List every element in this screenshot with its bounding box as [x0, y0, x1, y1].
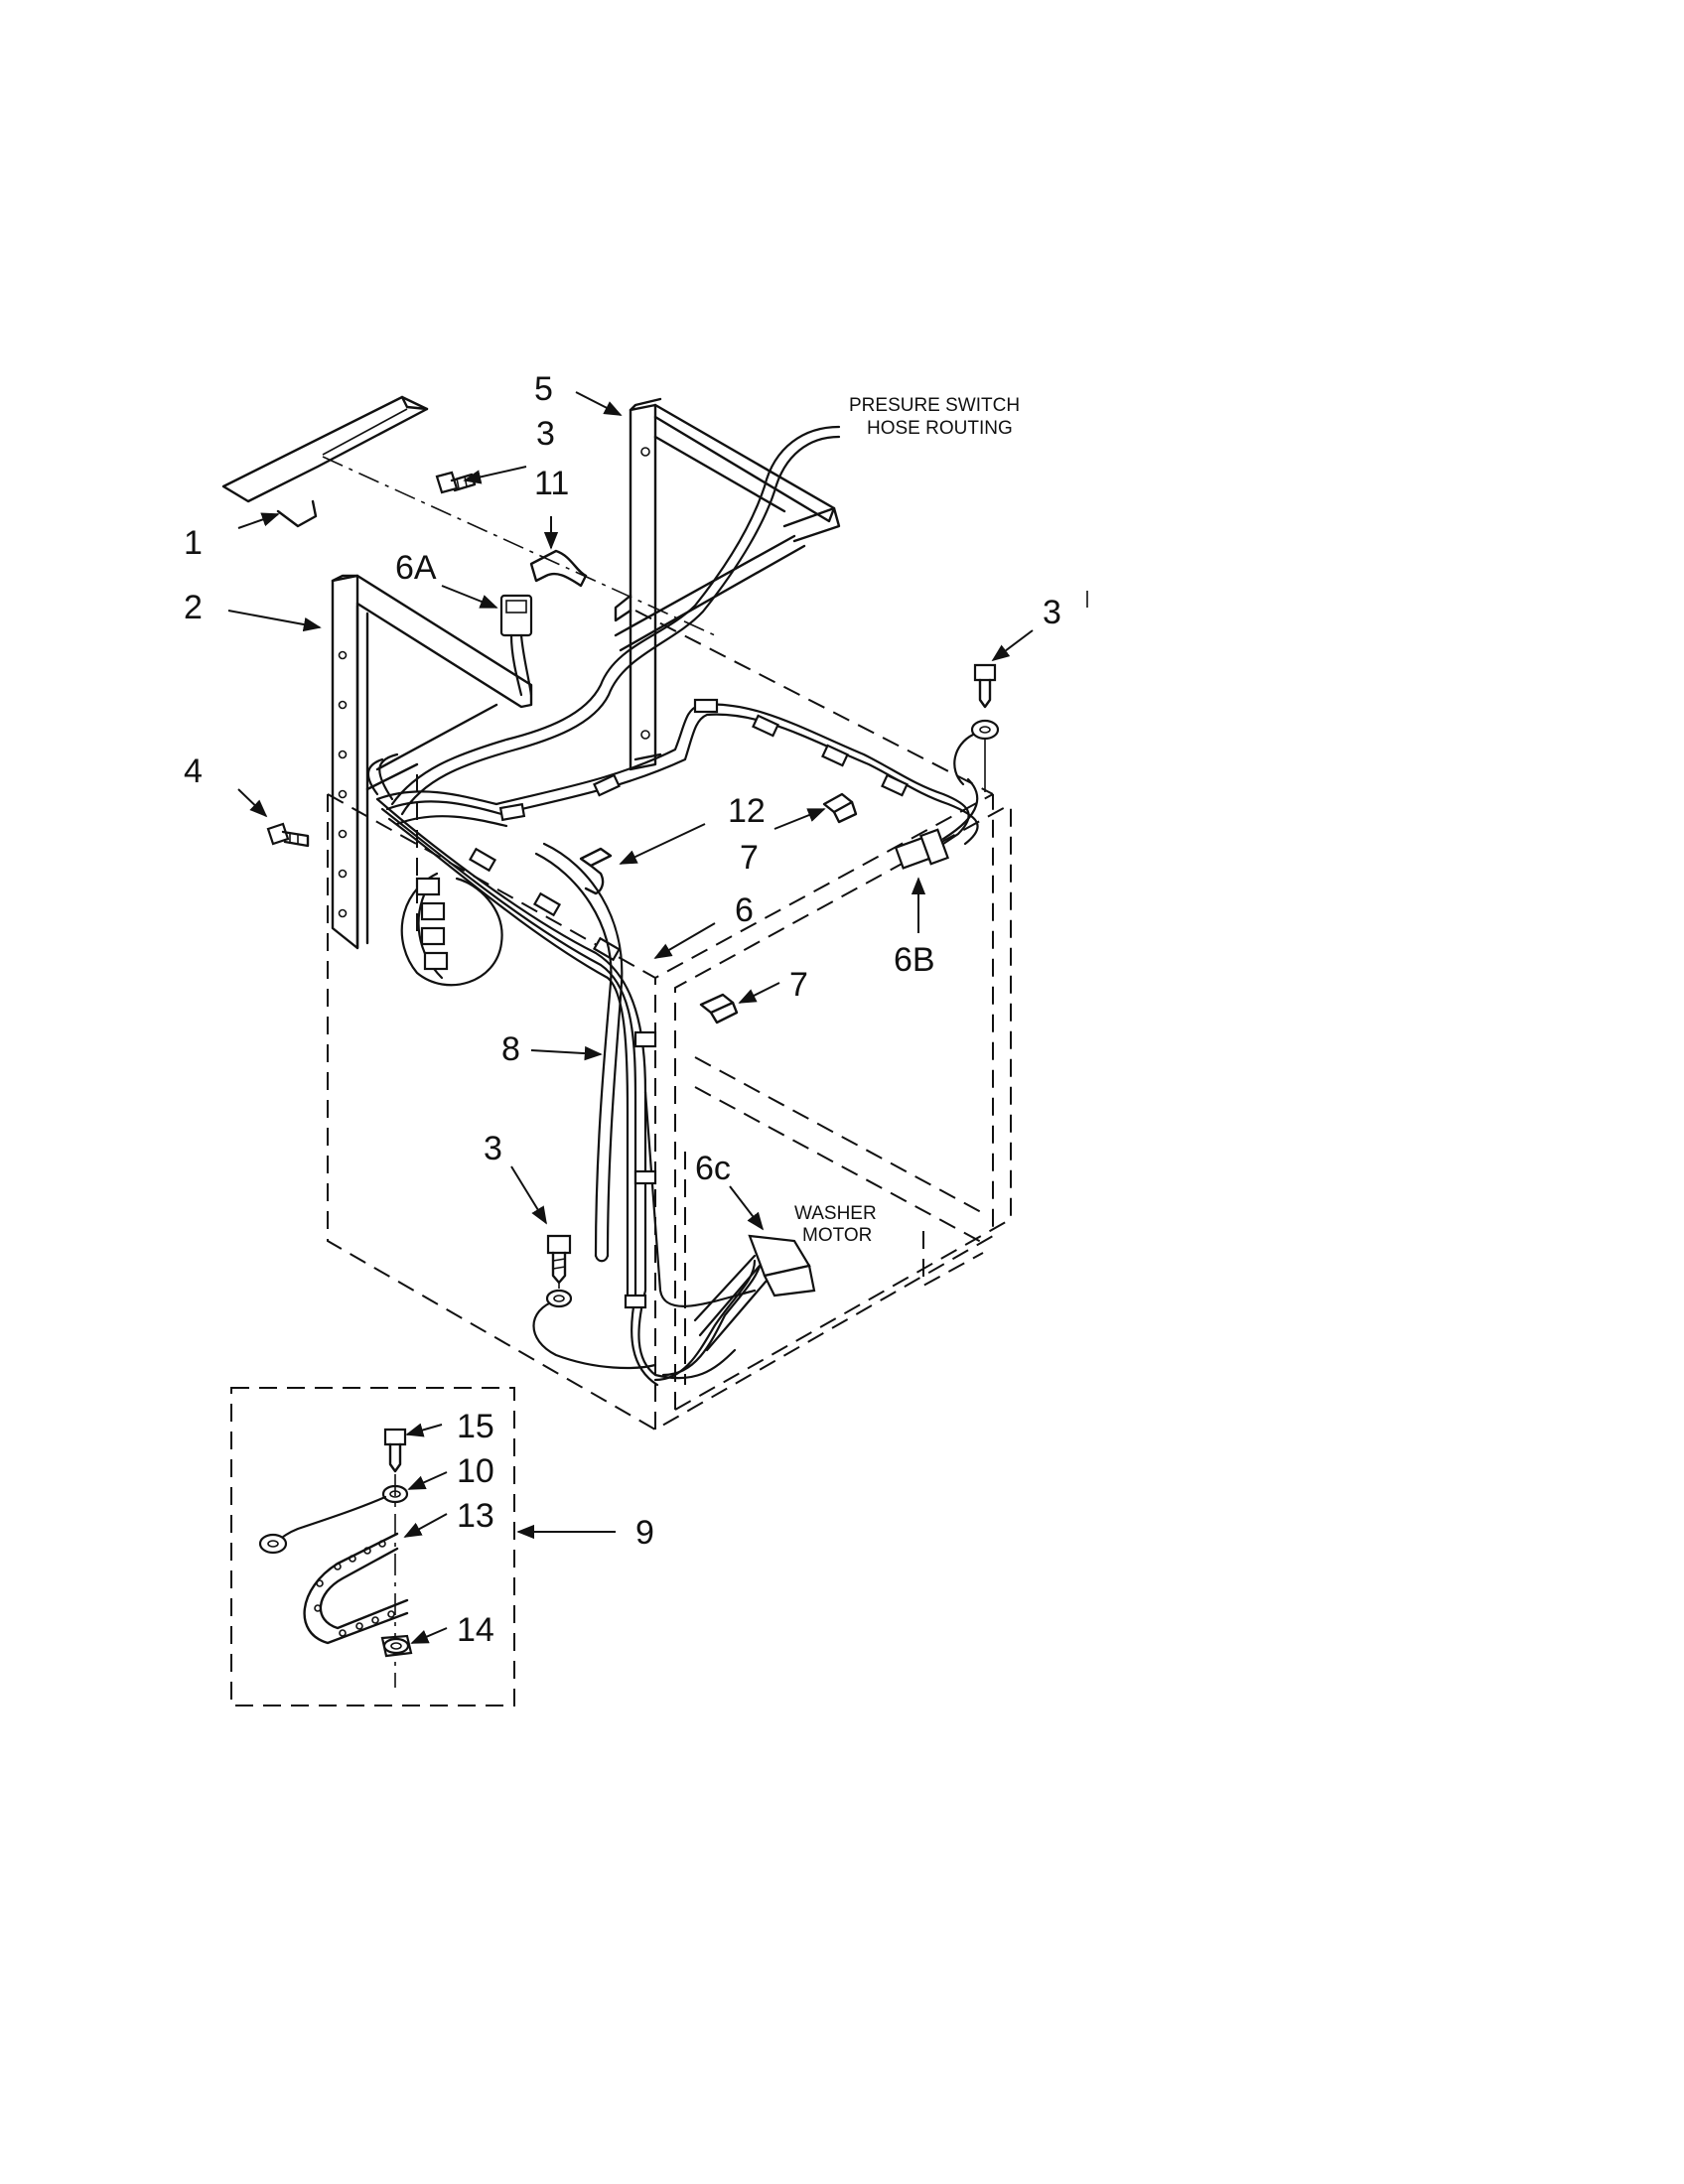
ground-wire-lower	[532, 1234, 657, 1370]
part-8-hose	[534, 842, 624, 1263]
callout-3-top: 3	[536, 415, 555, 453]
callout-7-lower: 7	[789, 966, 808, 1004]
callout-2: 2	[184, 589, 203, 626]
part-6-wire-harness	[366, 698, 979, 1387]
notes: PRESURE SWITCH HOSE ROUTING WASHER MOTOR	[794, 395, 1020, 1246]
part-9-ground-kit	[230, 1387, 515, 1706]
callout-4: 4	[184, 752, 203, 790]
cabinet-outline	[327, 610, 1012, 1432]
callout-15: 15	[457, 1408, 494, 1445]
callout-9: 9	[635, 1514, 654, 1552]
callout-8: 8	[501, 1030, 520, 1068]
part-6b-connector	[894, 777, 979, 870]
callout-12: 12	[728, 792, 766, 830]
callout-6c: 6c	[695, 1150, 731, 1187]
part-6a-connector	[499, 594, 533, 697]
part-4-screw	[266, 822, 310, 848]
callout-6a: 6A	[395, 549, 437, 587]
callout-1: 1	[184, 524, 203, 562]
callout-3-right: 3	[1043, 594, 1061, 631]
washer-motor-note-line1: WASHER	[794, 1203, 877, 1224]
leader-arrows	[227, 391, 1088, 1644]
callout-numbers: 1 2 3 3 3 4 5 6 6A 6B 6c 7 7 8 9 10 11 1…	[184, 370, 1061, 1649]
pressure-switch-note-line1: PRESURE SWITCH	[849, 395, 1020, 416]
callout-7-upper: 7	[740, 839, 759, 877]
washer-motor-note-line2: MOTOR	[802, 1225, 872, 1246]
part-11-clip	[529, 549, 588, 588]
screw-upper-right	[953, 663, 1000, 792]
callout-13: 13	[457, 1497, 494, 1535]
screw-top	[435, 471, 477, 494]
callout-6: 6	[735, 891, 754, 929]
callout-11: 11	[534, 465, 569, 502]
callout-3-lower: 3	[484, 1130, 502, 1167]
part-6c-connector	[693, 1234, 816, 1352]
callout-14: 14	[457, 1611, 494, 1649]
pressure-switch-hose	[390, 425, 841, 816]
part-7-clip-upper	[822, 792, 858, 824]
pressure-switch-note-line2: HOSE ROUTING	[867, 418, 1013, 439]
part-12-clip	[579, 847, 613, 895]
part-2-left-frame	[331, 574, 533, 950]
callout-6b: 6B	[894, 941, 935, 979]
callout-10: 10	[457, 1452, 494, 1490]
callout-5: 5	[534, 370, 553, 408]
part-7-clip-lower	[699, 993, 739, 1024]
part-1-bracket	[221, 395, 716, 636]
